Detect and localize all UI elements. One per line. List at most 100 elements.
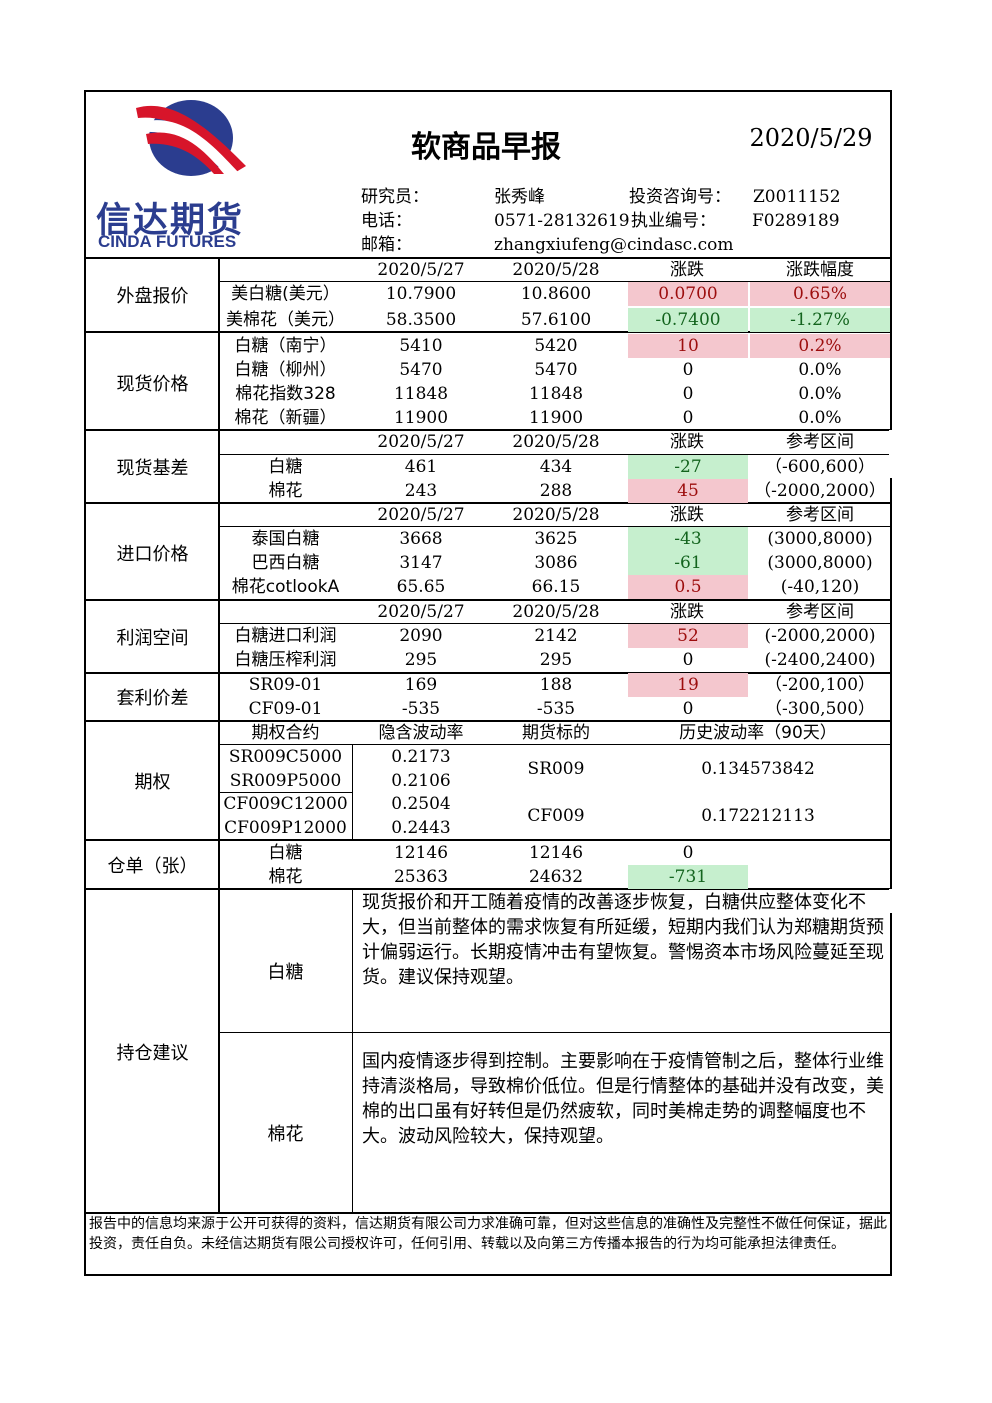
- reference-range: （-200,100）: [764, 675, 876, 695]
- cell-value: 2142: [534, 626, 578, 646]
- cell-value: 243: [404, 481, 438, 501]
- change-value: -43: [628, 527, 748, 551]
- logo-cn: 信达期货: [96, 201, 245, 241]
- cell-value: 11848: [528, 384, 584, 404]
- cell-value: 188: [539, 675, 573, 695]
- advice-cotton-label: 棉花: [267, 1124, 304, 1145]
- cinda-globe-icon: [136, 100, 246, 176]
- section-arbitrage: 套利价差: [116, 688, 189, 709]
- cell-value: 288: [539, 481, 573, 501]
- reference-range: (-2400,2400): [764, 650, 876, 670]
- futures-underlying: CF009: [527, 806, 585, 826]
- change-value: 0: [682, 699, 694, 719]
- cell-value: -535: [401, 699, 441, 719]
- cell-value: 11848: [393, 384, 449, 404]
- option-contract: CF009P12000: [224, 818, 347, 838]
- section-import: 进口价格: [116, 544, 189, 565]
- cell-value: 25363: [393, 867, 449, 887]
- license-label: 执业编号：: [631, 211, 716, 231]
- row-label: 棉花指数328: [235, 384, 336, 404]
- row-label: 泰国白糖: [251, 529, 320, 549]
- cell-value: 10.7900: [385, 284, 457, 304]
- row-label: 白糖（柳州）: [234, 360, 337, 380]
- implied-vol: 0.2443: [391, 818, 451, 838]
- cell-value: 66.15: [531, 577, 581, 597]
- cell-value: 434: [539, 457, 573, 477]
- report-sheet: 信达期货 CINDA FUTURES 软商品早报 2020/5/29 研究员： …: [84, 90, 895, 1276]
- row-label: 棉花: [268, 867, 303, 887]
- implied-vol: 0.2504: [391, 794, 451, 814]
- cell-value: 12146: [528, 843, 584, 863]
- cell-value: 295: [539, 650, 573, 670]
- row-label: 棉花cotlookA: [231, 577, 340, 597]
- reference-range: （-600,600）: [764, 457, 876, 477]
- researcher-name: 张秀峰: [494, 187, 545, 207]
- change-value: 0: [682, 650, 694, 670]
- disclaimer: 报告中的信息均来源于公开可获得的资料，信达期货有限公司力求准确可靠，但对这些信息…: [89, 1216, 887, 1252]
- option-contract: SR009P5000: [229, 771, 342, 791]
- cell-value: 295: [404, 650, 438, 670]
- section-basis: 现货基差: [116, 458, 189, 479]
- col-header: 2020/5/27: [377, 602, 465, 622]
- col-header: 2020/5/28: [512, 602, 600, 622]
- cell-value: 3147: [399, 553, 443, 573]
- col-header: 涨跌幅度: [786, 260, 854, 280]
- section-spot: 现货价格: [116, 374, 189, 395]
- cell-value: 58.3500: [385, 310, 457, 330]
- row-label: 美棉花（美元）: [226, 310, 345, 330]
- phone-label: 电话：: [361, 211, 412, 231]
- row-label: 白糖: [268, 457, 303, 477]
- row-label: 棉花: [268, 481, 303, 501]
- col-header: 涨跌: [670, 602, 704, 622]
- col-header: 2020/5/28: [512, 432, 600, 452]
- cell-value: 5420: [534, 336, 578, 356]
- cell-value: 5470: [534, 360, 578, 380]
- col-header: 参考区间: [786, 505, 854, 525]
- change-value: -61: [628, 551, 748, 575]
- change-value: 0: [682, 384, 694, 404]
- advice-sugar-text: 现货报价和开工随着疫情的改善逐步恢复，白糖供应整体变化不大，但当前整体的需求恢复…: [362, 892, 884, 988]
- col-header: 2020/5/27: [377, 432, 465, 452]
- change-value: -27: [628, 455, 748, 479]
- logo: 信达期货 CINDA FUTURES: [96, 96, 266, 256]
- col-header: 参考区间: [786, 432, 854, 452]
- change-value: 45: [628, 479, 748, 503]
- col-header: 历史波动率（90天）: [679, 723, 837, 743]
- row-label: 美白糖(美元）: [231, 284, 340, 304]
- implied-vol: 0.2173: [391, 747, 451, 767]
- change-value: 0: [682, 843, 694, 863]
- reference-range: （-300,500）: [764, 699, 876, 719]
- section-profit: 利润空间: [116, 628, 189, 649]
- change-value: 10: [628, 334, 748, 358]
- reference-range: （-2000,2000）: [754, 481, 886, 501]
- page-title: 软商品早报: [411, 130, 561, 165]
- row-label: 白糖压榨利润: [234, 650, 337, 670]
- change-pct: 0.0%: [798, 360, 842, 380]
- change-value: 0.0700: [628, 282, 748, 306]
- row-label: 白糖: [268, 843, 303, 863]
- cell-value: 12146: [393, 843, 449, 863]
- cell-value: 3086: [534, 553, 578, 573]
- col-header: 2020/5/28: [512, 260, 600, 280]
- row-label: 白糖进口利润: [234, 626, 337, 646]
- cell-value: 11900: [528, 408, 584, 428]
- cell-value: 57.6100: [520, 310, 592, 330]
- reference-range: (3000,8000): [767, 529, 873, 549]
- change-pct: 0.0%: [798, 384, 842, 404]
- row-label: 巴西白糖: [251, 553, 320, 573]
- email-address[interactable]: zhangxiufeng@cindasc.com: [494, 235, 734, 255]
- advice-cotton-text: 国内疫情逐步得到控制。主要影响在于疫情管制之后，整体行业维持清淡格局，导致棉价低…: [362, 1051, 884, 1147]
- col-header: 涨跌: [670, 505, 704, 525]
- section-external: 外盘报价: [116, 286, 189, 307]
- col-header: 期货标的: [522, 723, 590, 743]
- change-value: -731: [628, 865, 748, 889]
- col-header: 2020/5/28: [512, 505, 600, 525]
- cell-value: 461: [404, 457, 438, 477]
- cell-value: 5470: [399, 360, 443, 380]
- col-header: 2020/5/27: [377, 260, 465, 280]
- historical-vol: 0.172212113: [701, 806, 815, 826]
- consult-label: 投资咨询号：: [629, 187, 731, 207]
- change-value: 52: [628, 624, 748, 648]
- option-contract: CF009C12000: [223, 794, 348, 814]
- section-advice: 持仓建议: [116, 1043, 189, 1064]
